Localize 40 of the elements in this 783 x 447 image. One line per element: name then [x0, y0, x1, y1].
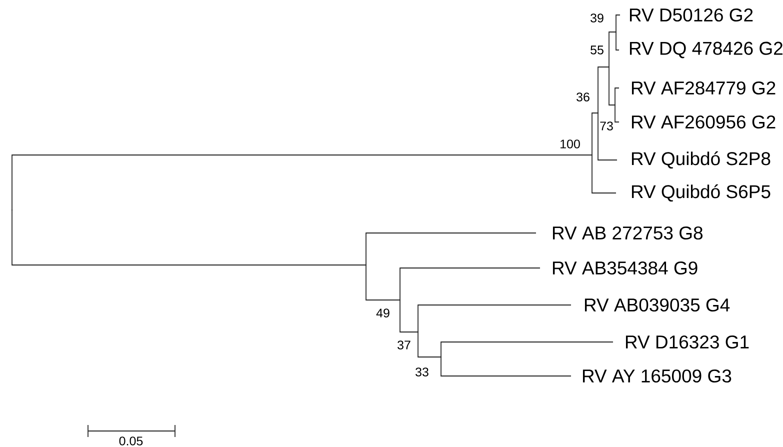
tree-branch [418, 332, 442, 358]
tree-branch [12, 210, 366, 266]
tree-branch [400, 268, 540, 300]
leaf-label: RV AF284779 G2 [632, 81, 776, 95]
bootstrap-value: 39 [590, 14, 604, 22]
tree-branch [592, 112, 598, 156]
leaf-label: RV AY 165009 G3 [582, 369, 732, 383]
bootstrap-value: 36 [576, 92, 590, 102]
leaf-label: RV D50126 G2 [630, 8, 753, 22]
tree-branch [592, 154, 616, 194]
tree-branch [608, 32, 616, 68]
leaf-label: RV D16323 G1 [626, 335, 749, 349]
leaf-label: RV AB354384 G9 [552, 261, 698, 275]
leaf-label: RV AB039035 G4 [584, 298, 730, 312]
leaf-label: RV AF260956 G2 [632, 115, 776, 129]
tree-branch [440, 356, 572, 376]
tree-branch [598, 66, 610, 114]
tree-branch [608, 66, 616, 106]
tree-branch [616, 14, 620, 32]
bootstrap-value: 37 [398, 340, 410, 350]
bootstrap-value: 100 [560, 140, 580, 148]
bootstrap-value: 49 [376, 308, 390, 318]
tree-branch [366, 264, 400, 300]
leaf-label: RV Quibdó S6P5 [632, 184, 770, 202]
tree-branch [12, 154, 592, 210]
tree-branch [614, 104, 620, 122]
bootstrap-value: 55 [590, 46, 604, 54]
tree-branch [440, 342, 614, 358]
scale-label: 0.05 [119, 436, 143, 446]
tree-branch [418, 304, 572, 332]
tree-branch [400, 300, 418, 332]
leaf-label: RV DQ 478426 G2 [630, 42, 782, 58]
leaf-label: RV Quibdó S2P8 [632, 151, 770, 169]
tree-branch [366, 232, 536, 266]
tree-branch [616, 32, 620, 50]
tree-branch [598, 112, 618, 160]
tree-branch [614, 88, 620, 106]
leaf-label: RV AB 272753 G8 [552, 226, 702, 240]
bootstrap-value: 73 [600, 122, 613, 130]
bootstrap-value: 33 [416, 368, 428, 376]
